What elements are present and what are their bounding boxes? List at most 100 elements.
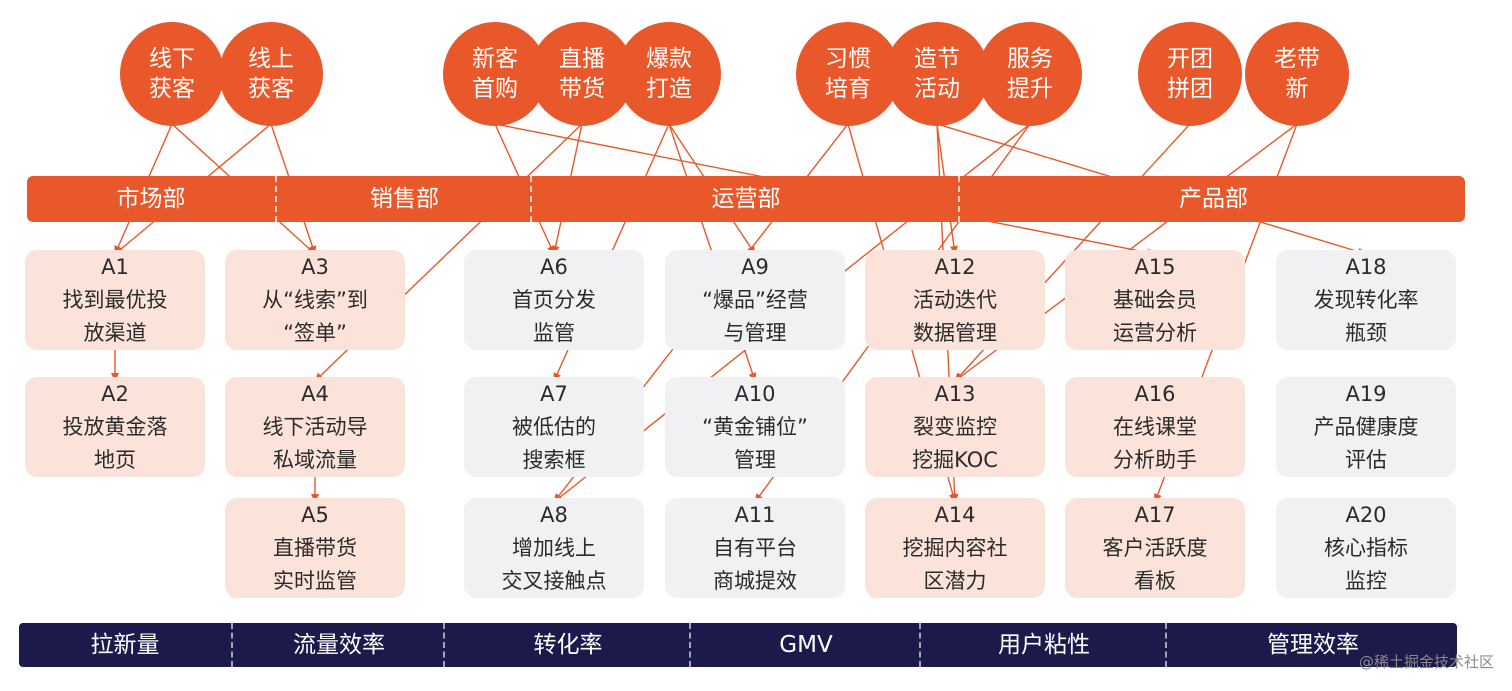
goal-label: 线上 — [248, 46, 294, 72]
goal-label: 活动 — [914, 76, 960, 102]
metric-management-efficiency: 管理效率 — [1165, 623, 1459, 667]
goal-label: 直播 — [559, 46, 605, 72]
goal-label: 带货 — [559, 76, 605, 102]
metrics-bar: 拉新量 流量效率 转化率 GMV 用户粘性 管理效率 — [19, 623, 1457, 667]
metric-traffic-efficiency: 流量效率 — [231, 623, 445, 667]
card-text: 区潜力 — [923, 568, 987, 593]
goal-label: 首购 — [472, 76, 518, 102]
card-id: A10 — [734, 381, 776, 406]
card-id: A20 — [1345, 502, 1387, 527]
card-text: 被低估的 — [512, 414, 596, 439]
goal-circle-new-customer-first-purchase: 新客 首购 — [443, 22, 547, 126]
card-text: 在线课堂 — [1113, 414, 1197, 439]
card-a16: A16 在线课堂 分析助手 — [1065, 377, 1245, 477]
department-marketing: 市场部 — [116, 186, 186, 212]
card-id: A2 — [101, 381, 129, 406]
card-a13: A13 裂变监控 挖掘KOC — [865, 377, 1045, 477]
card-text: “签单” — [283, 320, 347, 345]
metric-user-stickiness: 用户粘性 — [919, 623, 1167, 667]
goal-circle-offline-acquisition: 线下 获客 — [120, 22, 224, 126]
card-text: 放渠道 — [83, 320, 147, 345]
card-a4: A4 线下活动导 私域流量 — [225, 377, 405, 477]
card-text: 自有平台 — [713, 535, 797, 560]
goal-label: 习惯 — [825, 46, 871, 72]
card-text: 产品健康度 — [1313, 414, 1419, 439]
card-id: A8 — [540, 502, 568, 527]
watermark: @稀土掘金技术社区 — [1358, 653, 1494, 671]
card-id: A1 — [101, 254, 129, 279]
card-a3: A3 从“线索”到 “签单” — [225, 250, 405, 350]
card-text: 评估 — [1345, 447, 1387, 472]
goal-label: 造节 — [914, 46, 960, 72]
card-id: A3 — [301, 254, 329, 279]
goal-label: 新 — [1285, 76, 1309, 102]
card-text: “爆品”经营 — [702, 287, 808, 312]
goal-circle-referral: 老带 新 — [1245, 22, 1349, 126]
goal-circle-festival-events: 造节 活动 — [885, 22, 989, 126]
goal-circle-service-improvement: 服务 提升 — [978, 22, 1082, 126]
card-text: 地页 — [94, 447, 136, 472]
goal-label: 打造 — [646, 76, 692, 102]
department-sales: 销售部 — [275, 176, 532, 222]
card-text: 从“线索”到 — [262, 287, 368, 312]
card-text: 活动迭代 — [913, 287, 997, 312]
card-text: 挖掘KOC — [912, 447, 998, 472]
card-id: A17 — [1134, 502, 1176, 527]
card-text: 商城提效 — [713, 568, 797, 593]
card-a9: A9 “爆品”经营 与管理 — [665, 250, 845, 350]
card-text: “黄金铺位” — [702, 414, 808, 439]
card-text: 增加线上 — [512, 535, 596, 560]
card-text: 发现转化率 — [1313, 287, 1419, 312]
card-a6: A6 首页分发 监管 — [464, 250, 644, 350]
card-text: 搜索框 — [522, 447, 586, 472]
goal-label: 新客 — [472, 46, 518, 72]
card-a18: A18 发现转化率 瓶颈 — [1276, 250, 1456, 350]
card-id: A9 — [741, 254, 769, 279]
card-text: 挖掘内容社 — [902, 535, 1008, 560]
card-id: A14 — [934, 502, 976, 527]
card-id: A4 — [301, 381, 329, 406]
metric-new-users: 拉新量 — [90, 632, 160, 658]
goal-circle-hit-product: 爆款 打造 — [617, 22, 721, 126]
card-text: 看板 — [1134, 568, 1176, 593]
card-text: 实时监管 — [273, 568, 357, 593]
goal-circle-habit-building: 习惯 培育 — [796, 22, 900, 126]
card-id: A5 — [301, 502, 329, 527]
card-id: A15 — [1134, 254, 1176, 279]
goal-label: 拼团 — [1167, 76, 1213, 102]
card-id: A7 — [540, 381, 568, 406]
card-id: A16 — [1134, 381, 1176, 406]
goal-label: 获客 — [149, 76, 195, 102]
card-text: 线下活动导 — [262, 414, 368, 439]
card-a10: A10 “黄金铺位” 管理 — [665, 377, 845, 477]
department-bar: 市场部 销售部 运营部 产品部 — [27, 176, 1465, 222]
card-text: 基础会员 — [1113, 287, 1197, 312]
card-a7: A7 被低估的 搜索框 — [464, 377, 644, 477]
card-text: 监控 — [1345, 568, 1387, 593]
goal-label: 老带 — [1274, 46, 1320, 72]
card-text: 瓶颈 — [1345, 320, 1387, 345]
card-text: 运营分析 — [1113, 320, 1197, 345]
card-text: 直播带货 — [273, 535, 357, 560]
goal-circle-group-buying: 开团 拼团 — [1138, 22, 1242, 126]
goal-label: 爆款 — [646, 46, 692, 72]
card-a19: A19 产品健康度 评估 — [1276, 377, 1456, 477]
card-text: 交叉接触点 — [501, 568, 607, 593]
card-id: A12 — [934, 254, 976, 279]
goal-label: 线下 — [149, 46, 195, 72]
card-a12: A12 活动迭代 数据管理 — [865, 250, 1045, 350]
goal-label: 获客 — [248, 76, 294, 102]
card-a17: A17 客户活跃度 看板 — [1065, 498, 1245, 598]
metric-conversion-rate: 转化率 — [443, 623, 691, 667]
card-text: 裂变监控 — [913, 414, 997, 439]
card-a15: A15 基础会员 运营分析 — [1065, 250, 1245, 350]
card-text: 数据管理 — [913, 320, 997, 345]
goal-label: 培育 — [825, 76, 871, 102]
card-text: 投放黄金落 — [62, 414, 168, 439]
department-product: 产品部 — [958, 176, 1467, 222]
card-a2: A2 投放黄金落 地页 — [25, 377, 205, 477]
card-a14: A14 挖掘内容社 区潜力 — [865, 498, 1045, 598]
metric-gmv: GMV — [689, 623, 921, 667]
card-text: 监管 — [533, 320, 575, 345]
goal-circle-livestream-sales: 直播 带货 — [530, 22, 634, 126]
